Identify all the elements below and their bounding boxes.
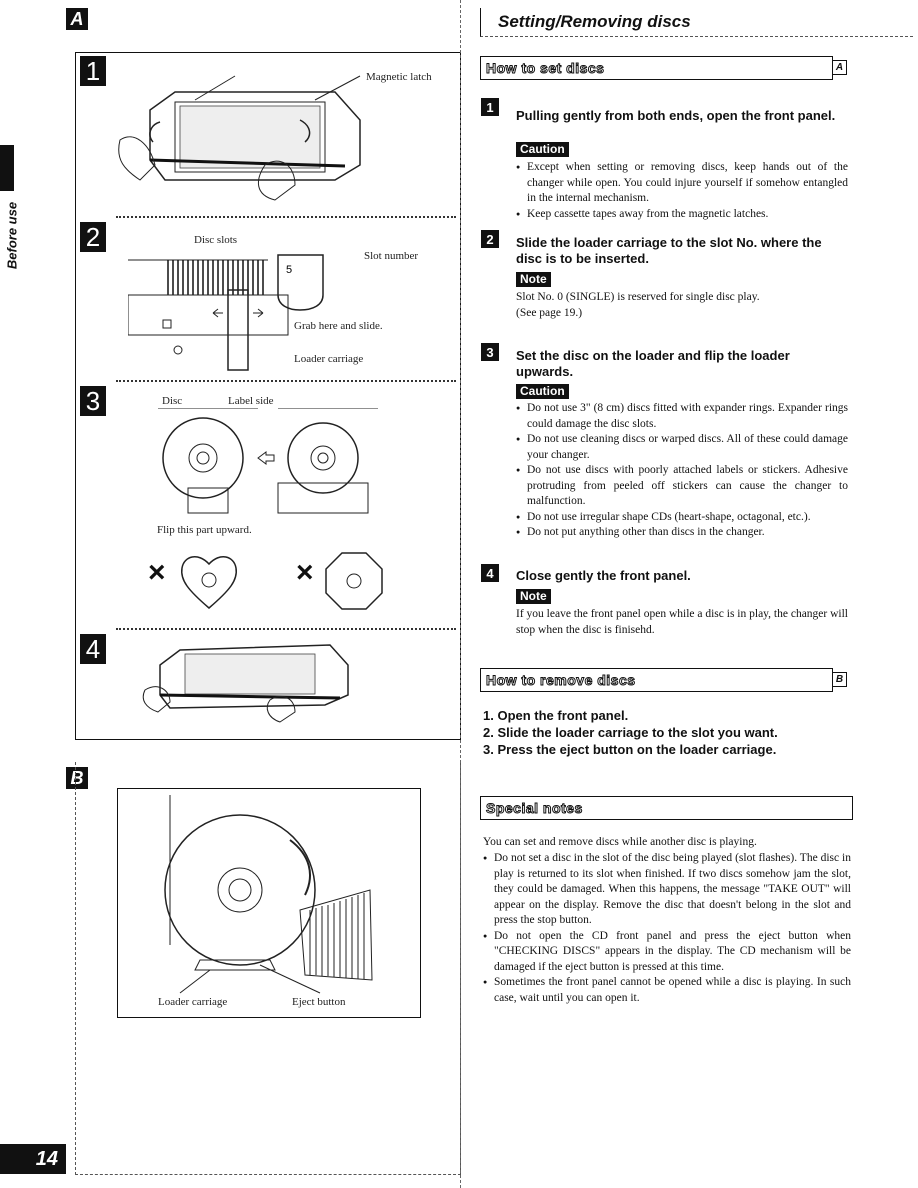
title-bar: [480, 8, 913, 37]
remove-step-1: 1. Open the front panel.: [483, 708, 629, 723]
column-divider: [460, 0, 461, 1188]
step-1-caution-tag: Caution: [516, 142, 569, 157]
step-2-number: 2: [80, 222, 106, 252]
step-4-note-tag: Note: [516, 589, 551, 604]
loader-carriage-label: Loader carriage: [294, 353, 364, 365]
side-tab-bar: [0, 145, 14, 191]
heart-disc-icon: [180, 556, 238, 609]
step-3-bullets: Do not use 3" (8 cm) discs fitted with e…: [516, 401, 848, 541]
step-1-bullets: Except when setting or removing discs, k…: [516, 160, 848, 222]
separator-1: [116, 216, 456, 218]
special-note-bullet: Sometimes the front panel cannot be open…: [483, 975, 851, 1006]
section-a-marker: A: [66, 8, 88, 30]
how-to-remove-heading-text: How to remove discs: [486, 672, 636, 689]
how-to-set-letter: A: [832, 60, 847, 75]
right-step-4-number: 4: [481, 564, 499, 582]
how-to-remove-letter: B: [832, 672, 847, 687]
step-1-bullet: Except when setting or removing discs, k…: [516, 160, 848, 207]
slot-number-label: Slot number: [364, 250, 419, 262]
special-note-bullet: Do not open the CD front panel and press…: [483, 929, 851, 976]
step-3-illustration: [158, 408, 378, 514]
separator-2: [116, 380, 456, 382]
step-3-bullet: Do not use discs with poorly attached la…: [516, 463, 848, 510]
section-b-marker: B: [66, 767, 88, 789]
figure-b-eject-label: Eject button: [292, 996, 346, 1008]
step-3-bullet: Do not use 3" (8 cm) discs fitted with e…: [516, 401, 848, 432]
left-bottom-border: [75, 762, 461, 1175]
cross-mark-octagon: ×: [296, 556, 314, 589]
label-side-label: Label side: [228, 395, 274, 407]
how-to-remove-heading: How to remove discs: [480, 668, 833, 692]
special-notes-heading-text: Special notes: [486, 800, 583, 817]
figure-b-frame: [117, 788, 421, 1018]
special-notes-heading: Special notes: [480, 796, 853, 820]
magnetic-latch-label: Magnetic latch: [366, 71, 432, 83]
step-4-note-text: If you leave the front panel open while …: [516, 608, 849, 636]
remove-step-2: 2. Slide the loader carriage to the slot…: [483, 725, 778, 740]
side-tab-label: Before use: [4, 201, 20, 270]
step-1-bullet: Keep cassette tapes away from the magnet…: [516, 207, 848, 223]
octagon-disc-icon: [325, 552, 383, 610]
step-2-note-tag: Note: [516, 272, 551, 287]
step-2-illustration: 5: [128, 254, 324, 371]
page-title: Setting/Removing discs: [498, 12, 691, 31]
right-step-3-title: Set the disc on the loader and flip the …: [516, 348, 790, 379]
right-step-2-title: Slide the loader carriage to the slot No…: [516, 235, 822, 266]
step-3-bullet: Do not use irregular shape CDs (heart-sh…: [516, 510, 848, 526]
right-step-1-number: 1: [481, 98, 499, 116]
step-4-illustration: [142, 644, 349, 723]
how-to-set-heading-text: How to set discs: [485, 60, 605, 77]
svg-text:5: 5: [286, 264, 292, 276]
flip-part-label: Flip this part upward.: [157, 524, 252, 536]
step-3-number: 3: [80, 386, 106, 416]
step-2-note-line-1: Slot No. 0 (SINGLE) is reserved for sing…: [516, 291, 760, 303]
disc-label: Disc: [162, 395, 183, 407]
figure-b-loader-label: Loader carriage: [158, 996, 228, 1008]
separator-3: [116, 628, 456, 630]
disc-slots-label: Disc slots: [194, 234, 238, 246]
step-1-number: 1: [80, 56, 106, 86]
cross-mark-heart: ×: [148, 556, 166, 589]
step-1-illustration: [118, 75, 361, 201]
step-3-bullet: Do not use cleaning discs or warped disc…: [516, 432, 848, 463]
right-step-2-number: 2: [481, 230, 499, 248]
how-to-set-heading: How to set discs: [480, 56, 833, 80]
special-notes-intro: You can set and remove discs while anoth…: [483, 836, 757, 848]
special-note-bullet: Do not set a disc in the slot of the dis…: [483, 851, 851, 929]
right-step-4-title: Close gently the front panel.: [516, 568, 691, 583]
figure-b-illustration: [164, 795, 373, 994]
page-number: 14: [0, 1144, 66, 1174]
step-3-caution-tag: Caution: [516, 384, 569, 399]
grab-here-label: Grab here and slide.: [294, 320, 383, 332]
step-2-note-line-2: (See page 19.): [516, 307, 583, 319]
remove-step-3: 3. Press the eject button on the loader …: [483, 742, 777, 757]
step-4-number: 4: [80, 634, 106, 664]
special-notes-bullets: Do not set a disc in the slot of the dis…: [483, 851, 851, 1006]
right-step-1-title: Pulling gently from both ends, open the …: [516, 108, 836, 123]
step-3-bullet: Do not put anything other than discs in …: [516, 525, 848, 541]
right-step-3-number: 3: [481, 343, 499, 361]
